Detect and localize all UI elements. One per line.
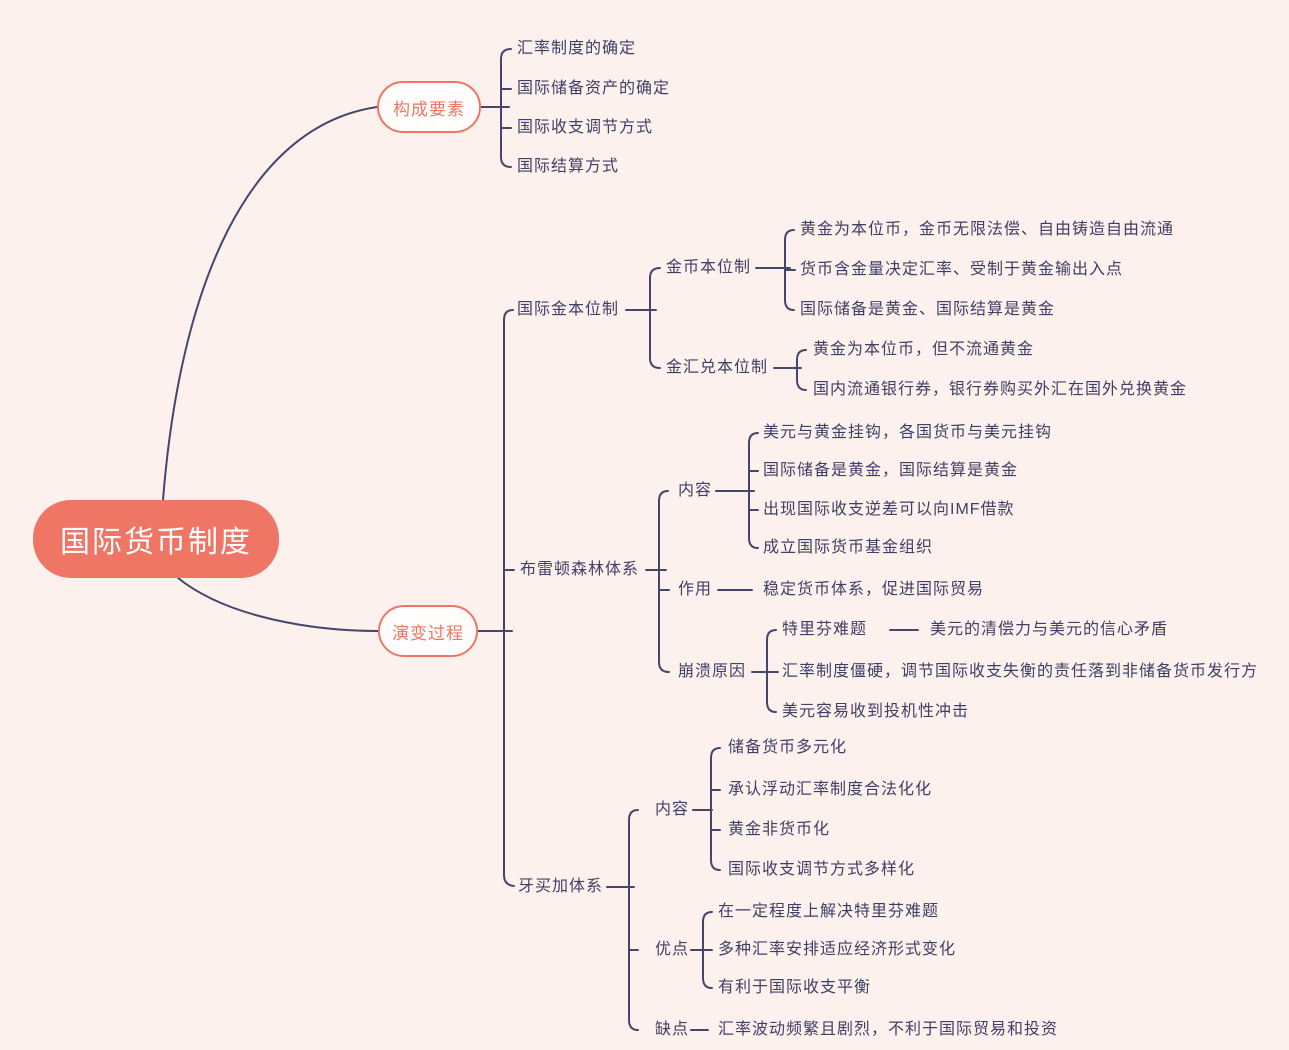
leaf-item[interactable]: 国内流通银行券，银行券购买外汇在国外兑换黄金 bbox=[813, 381, 1188, 398]
leaf-item[interactable]: 储备货币多元化 bbox=[728, 739, 848, 756]
edge-root-components bbox=[162, 106, 378, 501]
leaf-item[interactable]: 国际收支调节方式 bbox=[517, 119, 654, 136]
leaf-item[interactable]: 有利于国际收支平衡 bbox=[718, 979, 872, 996]
leaf-item[interactable]: 国际结算方式 bbox=[517, 158, 620, 175]
edge-root-evolution bbox=[177, 577, 379, 632]
leaf-item[interactable]: 汇率波动频繁且剧烈，不利于国际贸易和投资 bbox=[718, 1021, 1059, 1038]
topic-jm-cons[interactable]: 缺点 bbox=[655, 1021, 690, 1038]
branch-node-components[interactable]: 构成要素 bbox=[377, 81, 481, 133]
leaf-item[interactable]: 稳定货币体系，促进国际贸易 bbox=[763, 581, 985, 598]
topic-bw-content[interactable]: 内容 bbox=[678, 482, 713, 499]
topic-bretton-woods[interactable]: 布雷顿森林体系 bbox=[520, 561, 640, 578]
leaf-item[interactable]: 国际收支调节方式多样化 bbox=[728, 861, 916, 878]
leaf-item[interactable]: 国际储备资产的确定 bbox=[517, 80, 671, 97]
root-node[interactable]: 国际货币制度 bbox=[33, 500, 279, 578]
leaf-item[interactable]: 多种汇率安排适应经济形式变化 bbox=[718, 941, 957, 958]
leaf-item[interactable]: 成立国际货币基金组织 bbox=[763, 539, 934, 556]
branch-evolution-label: 演变过程 bbox=[392, 623, 464, 643]
leaf-item[interactable]: 美元与黄金挂钩，各国货币与美元挂钩 bbox=[763, 424, 1053, 441]
topic-triffin-dilemma[interactable]: 特里芬难题 bbox=[782, 621, 868, 638]
leaf-item[interactable]: 在一定程度上解决特里芬难题 bbox=[718, 903, 940, 920]
leaf-item[interactable]: 汇率制度的确定 bbox=[517, 40, 637, 57]
topic-gold-exchange-standard[interactable]: 金汇兑本位制 bbox=[666, 359, 769, 376]
topic-gold-standard[interactable]: 国际金本位制 bbox=[517, 301, 620, 318]
topic-jamaica[interactable]: 牙买加体系 bbox=[518, 878, 604, 895]
branch-components-label: 构成要素 bbox=[393, 99, 465, 119]
leaf-item[interactable]: 出现国际收支逆差可以向IMF借款 bbox=[763, 501, 1015, 518]
topic-bw-role[interactable]: 作用 bbox=[678, 581, 713, 598]
leaf-item[interactable]: 国际储备是黄金、国际结算是黄金 bbox=[800, 301, 1056, 318]
topic-jm-content[interactable]: 内容 bbox=[655, 801, 690, 818]
leaf-item[interactable]: 货币含金量决定汇率、受制于黄金输出入点 bbox=[800, 261, 1124, 278]
leaf-item[interactable]: 汇率制度僵硬，调节国际收支失衡的责任落到非储备货币发行方 bbox=[782, 663, 1259, 680]
leaf-item[interactable]: 黄金非货币化 bbox=[728, 821, 831, 838]
leaf-item[interactable]: 承认浮动汇率制度合法化化 bbox=[728, 781, 933, 798]
branch-node-evolution[interactable]: 演变过程 bbox=[378, 605, 478, 657]
topic-collapse-reasons[interactable]: 崩溃原因 bbox=[678, 663, 747, 680]
leaf-item[interactable]: 美元的清偿力与美元的信心矛盾 bbox=[930, 621, 1169, 638]
root-label: 国际货币制度 bbox=[60, 526, 252, 559]
leaf-item[interactable]: 国际储备是黄金，国际结算是黄金 bbox=[763, 462, 1019, 479]
leaf-item[interactable]: 黄金为本位币，金币无限法偿、自由铸造自由流通 bbox=[800, 221, 1175, 238]
topic-coin-standard[interactable]: 金币本位制 bbox=[666, 259, 752, 276]
leaf-item[interactable]: 黄金为本位币，但不流通黄金 bbox=[813, 341, 1035, 358]
leaf-item[interactable]: 美元容易收到投机性冲击 bbox=[782, 703, 970, 720]
topic-jm-pros[interactable]: 优点 bbox=[655, 941, 690, 958]
